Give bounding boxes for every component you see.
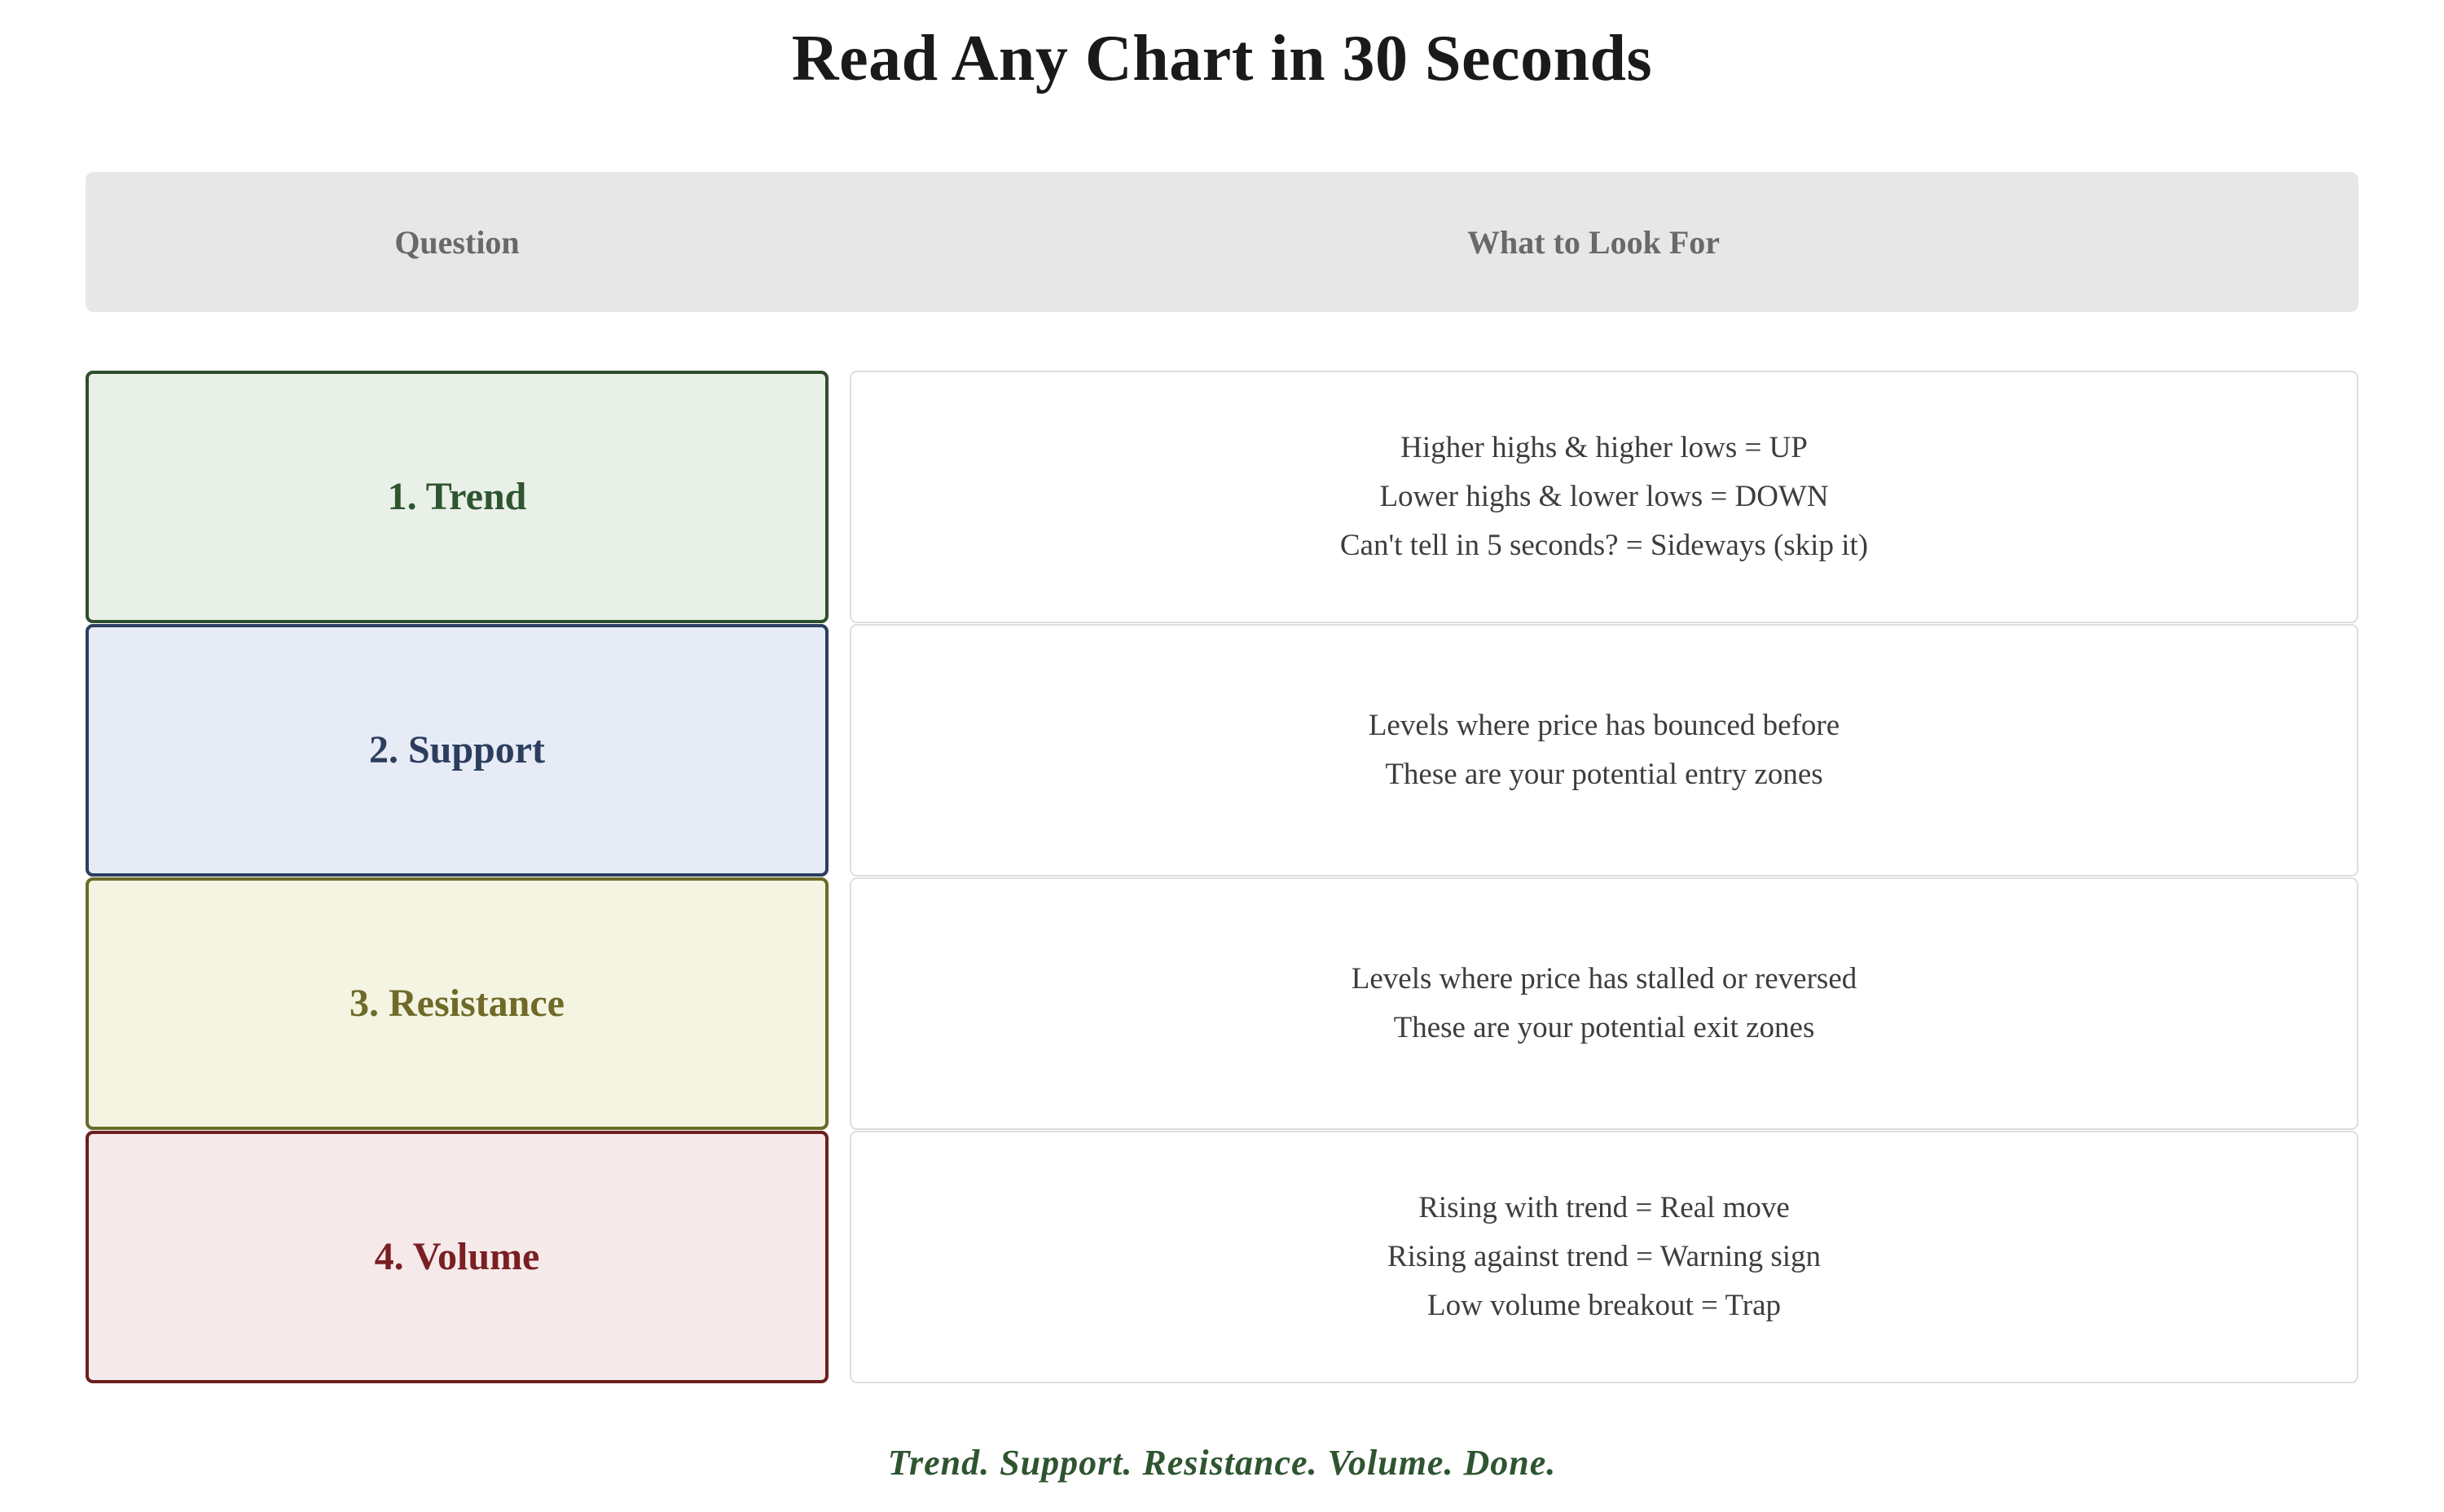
answer-line: Lower highs & lower lows = DOWN: [1379, 480, 1829, 514]
question-label-volume: 4. Volume: [374, 1235, 540, 1279]
footer-summary: Trend. Support. Resistance. Volume. Done…: [887, 1443, 1557, 1483]
answer-line: Levels where price has stalled or revers…: [1351, 962, 1857, 996]
answer-cell-support: Levels where price has bounced before Th…: [850, 624, 2358, 877]
column-header-question: Question: [394, 223, 520, 261]
column-gap: [829, 877, 850, 1130]
answer-cell-volume: Rising with trend = Real move Rising aga…: [850, 1131, 2358, 1383]
table-row-support: 2. Support Levels where price has bounce…: [86, 624, 2358, 877]
answer-line: These are your potential exit zones: [1393, 1011, 1815, 1044]
question-cell-trend[interactable]: 1. Trend: [86, 371, 829, 623]
answer-cell-trend: Higher highs & higher lows = UP Lower hi…: [850, 371, 2358, 623]
column-header-what-to-look-for: What to Look For: [1467, 223, 1720, 261]
answer-line: Can't tell in 5 seconds? = Sideways (ski…: [1339, 528, 1869, 562]
question-cell-resistance[interactable]: 3. Resistance: [86, 877, 829, 1130]
table-row-volume: 4. Volume Rising with trend = Real move …: [86, 1131, 2358, 1383]
answer-line: Higher highs & higher lows = UP: [1400, 431, 1808, 465]
table-header-row: Question What to Look For: [86, 172, 2358, 312]
page-title: Read Any Chart in 30 Seconds: [791, 23, 1653, 94]
question-label-resistance: 3. Resistance: [349, 982, 565, 1026]
question-label-support: 2. Support: [368, 728, 546, 772]
column-gap: [829, 1131, 850, 1383]
answer-line: Low volume breakout = Trap: [1427, 1288, 1781, 1322]
answer-line: These are your potential entry zones: [1385, 758, 1823, 791]
question-cell-support[interactable]: 2. Support: [86, 624, 829, 877]
question-cell-volume[interactable]: 4. Volume: [86, 1131, 829, 1383]
column-gap: [829, 371, 850, 623]
answer-line: Levels where price has bounced before: [1368, 709, 1840, 743]
answer-line: Rising with trend = Real move: [1418, 1191, 1790, 1225]
column-gap: [829, 624, 850, 877]
table-body: 1. Trend Higher highs & higher lows = UP…: [86, 371, 2358, 1384]
answer-cell-resistance: Levels where price has stalled or revers…: [850, 877, 2358, 1130]
table-row-resistance: 3. Resistance Levels where price has sta…: [86, 877, 2358, 1130]
answer-line: Rising against trend = Warning sign: [1387, 1240, 1822, 1274]
table-row-trend: 1. Trend Higher highs & higher lows = UP…: [86, 371, 2358, 623]
question-label-trend: 1. Trend: [387, 475, 527, 519]
